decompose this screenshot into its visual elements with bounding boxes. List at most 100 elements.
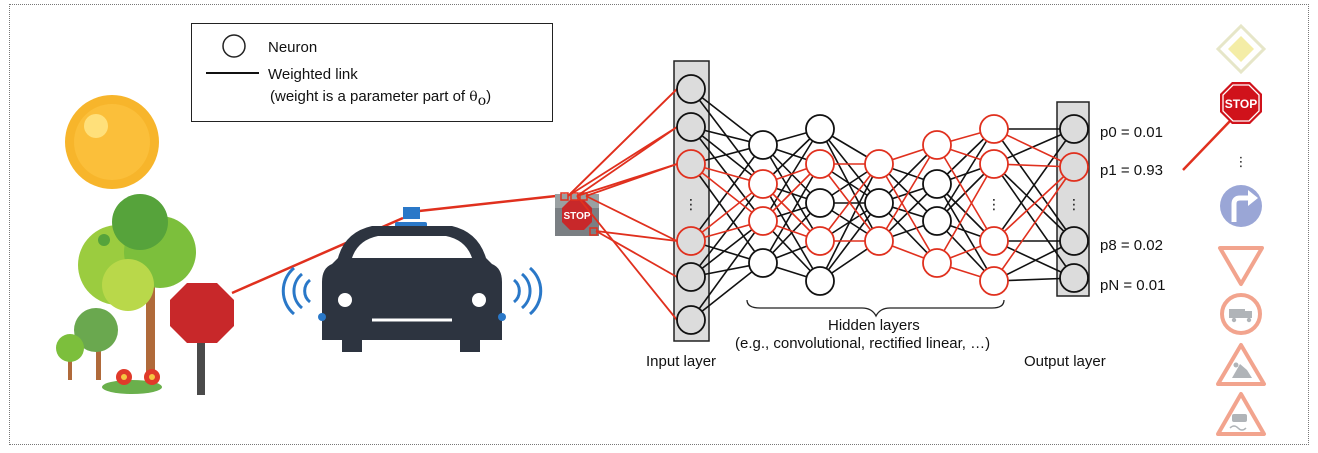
weighted-link [993,163,1075,242]
weighted-link [993,166,1075,282]
weighted-link [576,126,678,197]
weighted-link [819,128,880,242]
legend-note-suffix: ) [486,88,492,105]
output-prob-label: p0 = 0.01 [1100,124,1163,141]
neuron [805,266,835,296]
neuron [676,74,706,104]
legend-neuron-icon [222,34,246,58]
neuron [864,149,894,179]
weighted-link [819,202,880,282]
hidden-layers-title: Hidden layers [828,317,920,334]
weighted-link [595,230,678,242]
legend-neuron-label: Neuron [268,39,318,56]
neuron [805,226,835,256]
theta-symbol: θ [469,89,478,105]
weighted-link [585,195,678,242]
neuron [979,266,1009,296]
weighted-link [690,262,764,321]
sign-road-works-icon [1216,343,1266,386]
weighted-link [762,183,821,282]
legend-note-prefix: (weight is a parameter part of [270,88,470,105]
crop-stop-text: STOP [563,211,590,222]
weighted-link [936,183,995,282]
output-prob-label: p8 = 0.02 [1100,237,1163,254]
weighted-link [690,126,764,185]
weighted-link [993,128,1075,242]
weighted-link [819,128,880,204]
neuron [979,226,1009,256]
legend-link-label: Weighted link [268,66,358,83]
neuron [676,226,706,256]
sign-slippery-road-icon [1216,392,1266,436]
weighted-link [690,220,764,278]
tree-icon [56,194,196,394]
neuron [1059,263,1089,293]
neuron [805,149,835,179]
hidden-layers-brace [746,299,1005,318]
neuron [805,114,835,144]
neuron [864,226,894,256]
autonomous-car-icon [281,207,543,352]
sign-stop-text: STOP [1225,97,1257,111]
neuron [1059,226,1089,256]
weighted-link [595,230,678,278]
legend-icons [206,34,259,74]
signs-ellipsis: ⋮ [1235,155,1248,170]
neuron [922,206,952,236]
neuron [748,206,778,236]
weighted-link [690,88,764,146]
weighted-link [993,166,1075,242]
hidden-ellipsis: ⋮ [987,197,1001,213]
legend-link-note: (weight is a parameter part of θo) [270,88,491,109]
weighted-link [993,163,1075,279]
neuron [748,130,778,160]
weighted-link [936,163,995,264]
output-prob-label: p1 = 0.93 [1100,162,1163,179]
weighted-link [690,163,764,222]
sign-turn-right-icon [1220,185,1262,227]
weighted-link [993,240,1075,282]
weighted-link [690,183,764,242]
neuron [979,114,1009,144]
output-prob-label: pN = 0.01 [1100,277,1166,294]
neuron [676,149,706,179]
weighted-link [585,163,678,197]
output-ellipsis: ⋮ [1067,197,1081,213]
neuron [922,169,952,199]
neuron [922,248,952,278]
neuron [922,130,952,160]
weighted-link [936,128,995,222]
legend: Neuron Weighted link (weight is a parame… [191,23,553,122]
neuron [676,262,706,292]
neuron [805,188,835,218]
neuron [748,169,778,199]
neuron [979,149,1009,179]
weighted-link [878,144,938,242]
weighted-link [567,88,678,197]
theta-subscript: o [477,93,487,109]
sign-priority-road-icon [1215,23,1267,75]
sun-icon [65,95,159,189]
weighted-link [936,144,995,242]
sign-no-trucks-icon [1220,293,1262,335]
neuron [748,248,778,278]
figure-frame [9,4,1309,445]
stop-sign-icon [170,283,234,395]
neuron [1059,114,1089,144]
weighted-link [690,88,764,185]
output-layer-label: Output layer [1024,353,1106,370]
sign-yield-icon [1218,246,1264,286]
neuron [676,112,706,142]
prediction-link [1182,119,1232,171]
input-layer-label: Input layer [646,353,717,370]
weighted-link [878,163,938,264]
input-layer-box [673,60,710,342]
weighted-link [819,163,880,242]
sign-stop-icon [1220,82,1262,124]
neuron [864,188,894,218]
weighted-link [576,195,678,321]
neuron [676,305,706,335]
input-ellipsis: ⋮ [684,197,698,213]
neurons [676,74,1089,335]
